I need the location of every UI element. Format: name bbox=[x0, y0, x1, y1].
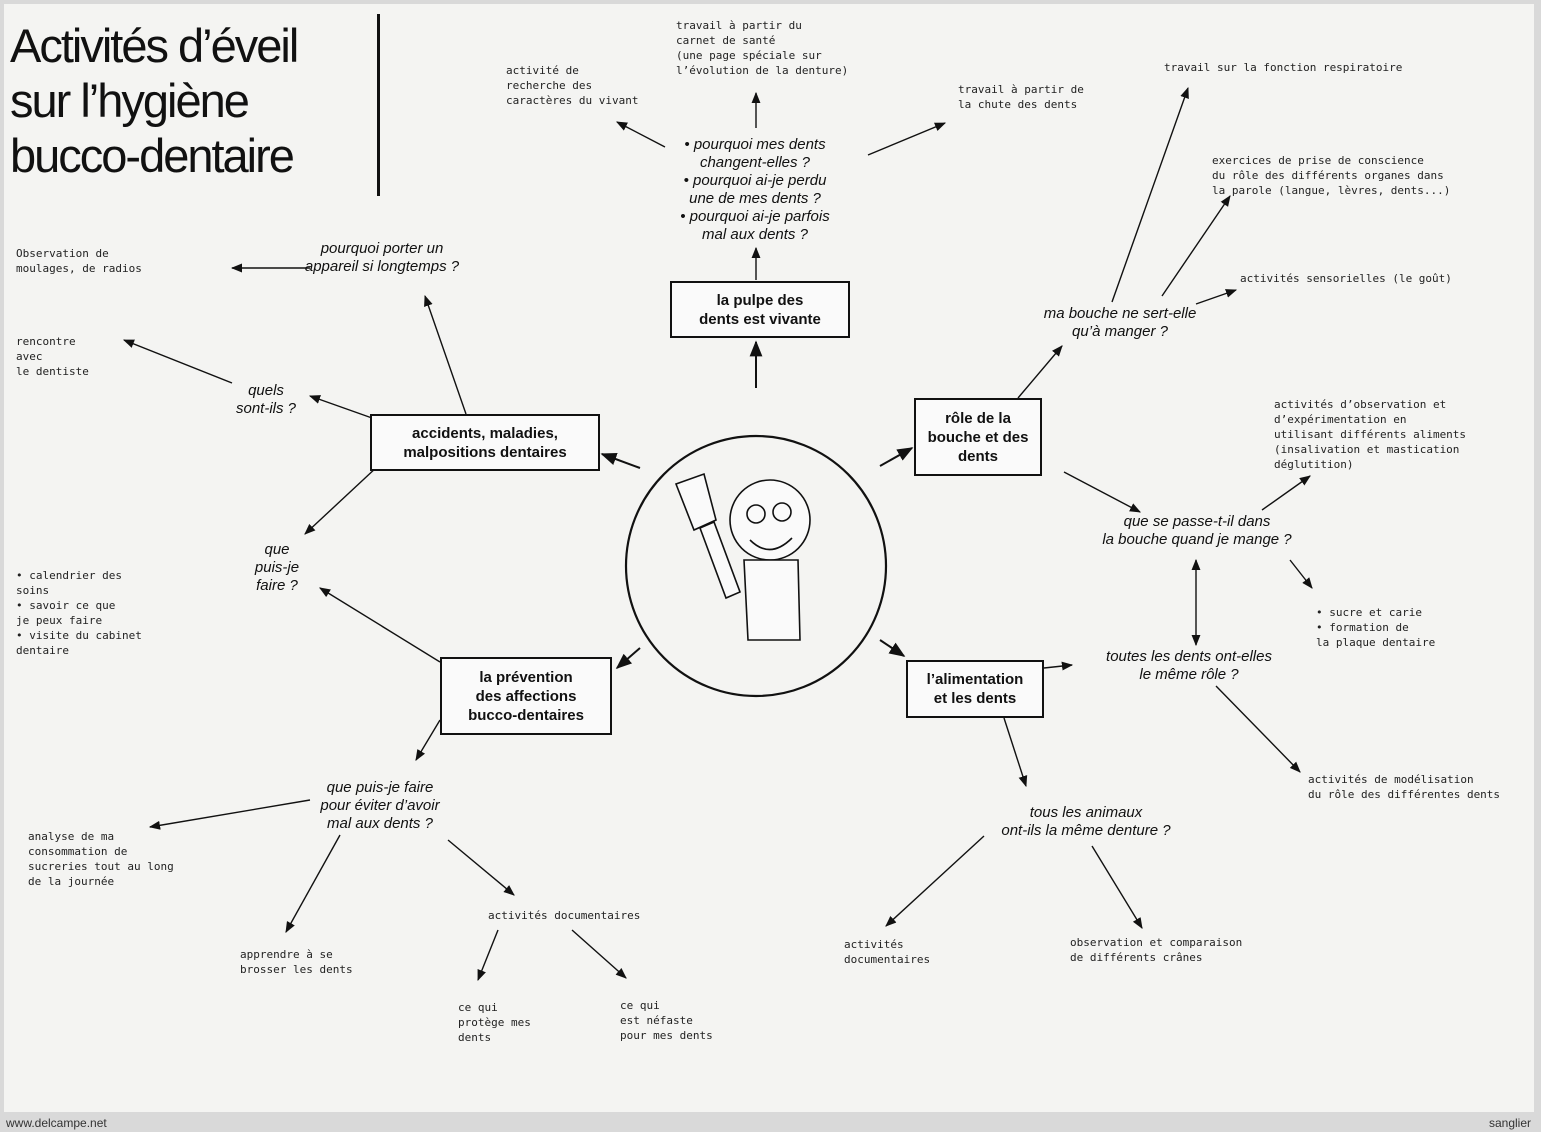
page-title: Activités d’éveil sur l’hygiène bucco-de… bbox=[10, 18, 370, 183]
question-why-change: • pourquoi mes dents changent-elles ? • … bbox=[680, 136, 830, 243]
note-dentist: rencontre avec le dentiste bbox=[16, 335, 89, 378]
box-pulp: la pulpe des dents est vivante bbox=[670, 281, 850, 338]
note-tooth-fall: travail à partir de la chute des dents bbox=[958, 83, 1084, 111]
note-doc-activities-right: activités documentaires bbox=[844, 938, 931, 966]
question-same-role: toutes les dents ont-elles le même rôle … bbox=[1106, 648, 1272, 683]
note-awareness: exercices de prise de conscience du rôle… bbox=[1212, 154, 1451, 197]
note-breathing: travail sur la fonction respiratoire bbox=[1164, 61, 1403, 74]
note-calendar: • calendrier des soins • savoir ce que j… bbox=[16, 569, 142, 657]
question-same-teeth: tous les animaux ont-ils la même denture… bbox=[1001, 804, 1171, 839]
note-protects: ce qui protège mes dents bbox=[458, 1001, 531, 1044]
footer-seller: sanglier bbox=[1488, 1116, 1531, 1130]
note-harmful: ce qui est néfaste pour mes dents bbox=[620, 999, 713, 1042]
arrow-circle-prevention bbox=[615, 647, 641, 670]
title-line-3: bucco-dentaire bbox=[10, 129, 295, 182]
question-why-apparatus: pourquoi porter un appareil si longtemps… bbox=[304, 240, 460, 275]
note-sensory: activités sensorielles (le goût) bbox=[1240, 272, 1452, 285]
question-what-happens: que se passe-t-il dans la bouche quand j… bbox=[1102, 513, 1292, 548]
footer-site: www.delcampe.net bbox=[6, 1116, 107, 1130]
note-health-booklet: travail à partir du carnet de santé (une… bbox=[676, 19, 849, 77]
arrow-circle-mouth bbox=[879, 447, 914, 467]
note-living-research: activité de recherche des caractères du … bbox=[506, 64, 639, 107]
question-what-can-i-do: que puis-je faire ? bbox=[254, 541, 300, 594]
box-food: l’alimentation et les dents bbox=[906, 660, 1044, 718]
title-line-2: sur l’hygiène bbox=[10, 74, 250, 127]
title-divider bbox=[377, 14, 380, 196]
box-accidents: accidents, maladies, malpositions dentai… bbox=[370, 414, 600, 471]
note-observation: activités d’observation et d’expérimenta… bbox=[1274, 398, 1467, 471]
title-line-1: Activités d’éveil bbox=[10, 19, 299, 72]
box-prevention: la prévention des affections bucco-denta… bbox=[440, 657, 612, 735]
question-mouth-only-eat: ma bouche ne sert-elle qu’à manger ? bbox=[1043, 305, 1197, 340]
question-avoid-pain: que puis-je faire pour éviter d’avoir ma… bbox=[320, 779, 440, 832]
note-brushing: apprendre à se brosser les dents bbox=[240, 948, 353, 976]
note-modeling: activités de modélisation du rôle des di… bbox=[1308, 773, 1501, 801]
mascot-illustration bbox=[674, 472, 811, 641]
note-doc-activities-center: activités documentaires bbox=[488, 909, 641, 922]
note-sugar: • sucre et carie • formation de la plaqu… bbox=[1316, 606, 1436, 649]
box-mouth-role: rôle de la bouche et des dents bbox=[914, 398, 1042, 476]
question-which-are-they: quels sont-ils ? bbox=[235, 382, 297, 417]
arrow-circle-accidents bbox=[600, 452, 641, 469]
note-sweets: analyse de ma consommation de sucreries … bbox=[28, 830, 174, 888]
note-skulls: observation et comparaison de différents… bbox=[1070, 936, 1243, 964]
mascot-circle bbox=[624, 434, 888, 698]
arrow-circle-food bbox=[879, 639, 906, 657]
note-molds: Observation de moulages, de radios bbox=[16, 247, 142, 275]
